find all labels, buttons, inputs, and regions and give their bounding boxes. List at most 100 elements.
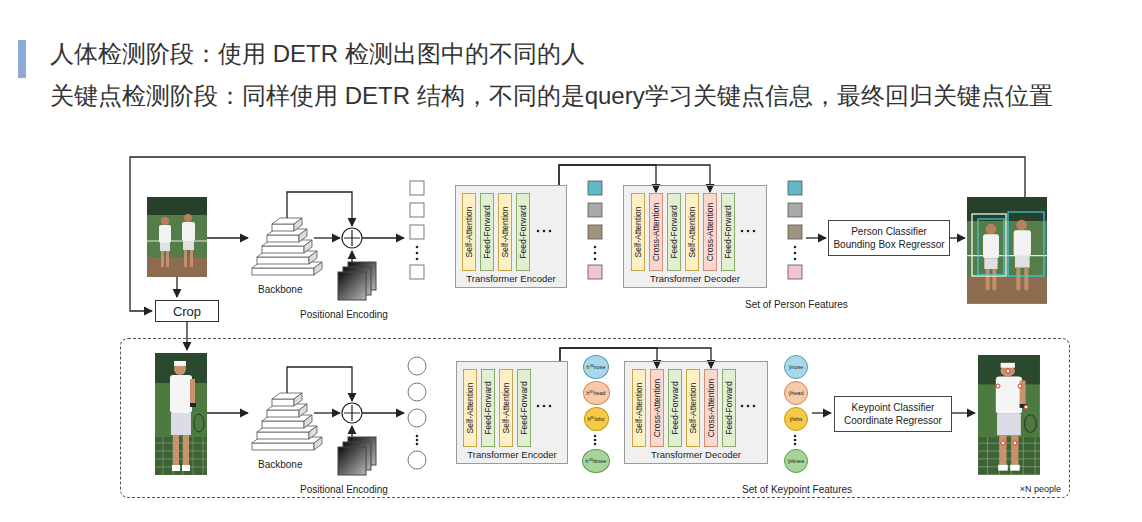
label-slot: Positional Encoding bbox=[300, 304, 388, 322]
node-text: Cross-Attention bbox=[651, 203, 661, 262]
node-text: ŷhead bbox=[789, 390, 804, 396]
transformer-block: Transformer Decoder Self-Attention Cross-A… bbox=[623, 185, 767, 288]
attention-layer: Self-Attention bbox=[499, 369, 513, 447]
flow-arrow bbox=[951, 412, 975, 413]
dashed-region: ×N people Transformer Encoder Self-Attenti… bbox=[120, 338, 1070, 498]
flow-arrow bbox=[950, 237, 965, 238]
node-text: ×N people bbox=[1020, 484, 1061, 494]
flow-arrow bbox=[812, 412, 831, 413]
cross-attention-layer: Cross-Attention bbox=[650, 369, 664, 447]
input-photo bbox=[147, 197, 207, 277]
feed-forward-layer: Feed-Forward bbox=[667, 193, 681, 271]
subtitle-text: 关键点检测阶段：同样使用 DETR 结构，不同的是query学习关键点信息，最终… bbox=[50, 82, 1053, 109]
output-photo bbox=[967, 197, 1047, 304]
crop-box: Crop bbox=[155, 300, 219, 322]
bounding-box bbox=[1008, 212, 1044, 276]
node-text: ŷlsho bbox=[790, 416, 803, 422]
flow-arrow bbox=[806, 237, 826, 238]
feed-forward-layer: Feed-Forward bbox=[516, 193, 530, 271]
node-text: Feed-Forward bbox=[670, 381, 680, 434]
attention-layer: Self-Attention bbox=[685, 193, 699, 271]
node-text: Transformer Decoder bbox=[651, 449, 741, 460]
node-text: Feed-Forward bbox=[723, 205, 733, 258]
attention-layer: Self-Attention bbox=[632, 369, 646, 447]
label-slot: Set of Person Features bbox=[745, 294, 848, 312]
node-text: Self-Attention bbox=[465, 382, 475, 433]
attention-layer: Self-Attention bbox=[631, 193, 645, 271]
title-text: 人体检测阶段：使用 DETR 检测出图中的不同的人 bbox=[50, 40, 585, 67]
node-text: ŷnose bbox=[789, 364, 804, 370]
node-text: h⁽⁰⁾lsho bbox=[587, 415, 604, 423]
node-text: Transformer Encoder bbox=[466, 273, 555, 284]
node-text: Crop bbox=[173, 304, 201, 319]
query-circle: ŷnose bbox=[784, 355, 808, 379]
feed-forward-layer: Feed-Forward bbox=[481, 369, 495, 447]
node-text: Cross-Attention bbox=[652, 379, 662, 438]
bounding-box bbox=[972, 214, 1006, 276]
query-circle: ŷrknee bbox=[784, 449, 808, 473]
feed-forward-layer: Feed-Forward bbox=[722, 369, 736, 447]
query-circle: h⁽⁰⁾nose bbox=[583, 355, 609, 379]
head-box: Person Classifier Bounding Box Regressor bbox=[828, 220, 950, 256]
node-text: Transformer Encoder bbox=[467, 449, 556, 460]
node-text: ŷrknee bbox=[788, 458, 805, 464]
label-slot: Set of Keypoint Features bbox=[742, 479, 852, 497]
feed-forward-layer: Feed-Forward bbox=[721, 193, 735, 271]
attention-layer: Self-Attention bbox=[686, 369, 700, 447]
node-text: Transformer Decoder bbox=[650, 273, 740, 284]
node-text: Self-Attention bbox=[501, 382, 511, 433]
crop-photo bbox=[155, 353, 207, 475]
node-text: Feed-Forward bbox=[482, 205, 492, 258]
bounding-box bbox=[978, 219, 1004, 275]
node-text: h⁽⁰⁾rknee bbox=[586, 457, 607, 465]
node-text: Cross-Attention bbox=[706, 379, 716, 438]
title-bar bbox=[18, 40, 26, 78]
keypoint-photo bbox=[978, 355, 1040, 475]
cross-attention-layer: Cross-Attention bbox=[703, 193, 717, 271]
node-text: Self-Attention bbox=[688, 382, 698, 433]
node-text: Keypoint Classifier Coordinate Regressor bbox=[839, 401, 947, 427]
part-label: Set of Keypoint Features bbox=[742, 484, 852, 495]
cross-attention-layer: Cross-Attention bbox=[649, 193, 663, 271]
keypoint-dots bbox=[996, 369, 1028, 445]
query-circle: ŷhead bbox=[784, 381, 808, 405]
node-text: Feed-Forward bbox=[483, 381, 493, 434]
feedback-line bbox=[130, 157, 1025, 311]
part-label: Positional Encoding bbox=[300, 309, 388, 320]
node-text: Self-Attention bbox=[634, 382, 644, 433]
transformer-block: Transformer Encoder Self-Attention Feed-Fo… bbox=[455, 185, 567, 288]
node-text: Feed-Forward bbox=[669, 205, 679, 258]
node-text: Person Classifier Bounding Box Regressor bbox=[833, 225, 945, 251]
query-circle: h⁽⁰⁾head bbox=[583, 381, 610, 405]
title-slot: 人体检测阶段：使用 DETR 检测出图中的不同的人 bbox=[50, 38, 585, 70]
node-text: h⁽⁰⁾nose bbox=[587, 363, 606, 371]
part-label: Backbone bbox=[258, 459, 302, 470]
query-circle: h⁽⁰⁾rknee bbox=[582, 449, 610, 473]
part-label: Backbone bbox=[258, 284, 302, 295]
node-text: Feed-Forward bbox=[519, 381, 529, 434]
node-text: Self-Attention bbox=[464, 206, 474, 257]
label-slot: Backbone bbox=[258, 279, 302, 297]
node-text: Self-Attention bbox=[500, 206, 510, 257]
node-text: Feed-Forward bbox=[724, 381, 734, 434]
feature-pipeline bbox=[207, 192, 755, 300]
head-box: Keypoint Classifier Coordinate Regressor bbox=[834, 396, 952, 432]
label-slot: Positional Encoding bbox=[300, 479, 388, 497]
attention-layer: Self-Attention bbox=[462, 193, 476, 271]
feed-forward-layer: Feed-Forward bbox=[517, 369, 531, 447]
flow-arrow bbox=[186, 322, 187, 350]
feed-forward-layer: Feed-Forward bbox=[668, 369, 682, 447]
query-circle: ŷlsho bbox=[784, 407, 808, 431]
attention-layer: Self-Attention bbox=[463, 369, 477, 447]
flow-arrow bbox=[176, 277, 177, 297]
node-text: Self-Attention bbox=[687, 206, 697, 257]
feature-pipeline bbox=[207, 367, 755, 475]
transformer-block: Transformer Decoder Self-Attention Cross-A… bbox=[624, 361, 768, 464]
part-label: Set of Person Features bbox=[745, 299, 848, 310]
part-label: Positional Encoding bbox=[300, 484, 388, 495]
query-circle: h⁽⁰⁾lsho bbox=[584, 407, 609, 431]
feed-forward-layer: Feed-Forward bbox=[480, 193, 494, 271]
label-slot: 关键点检测阶段：同样使用 DETR 结构，不同的是query学习关键点信息，最终… bbox=[50, 80, 1053, 112]
